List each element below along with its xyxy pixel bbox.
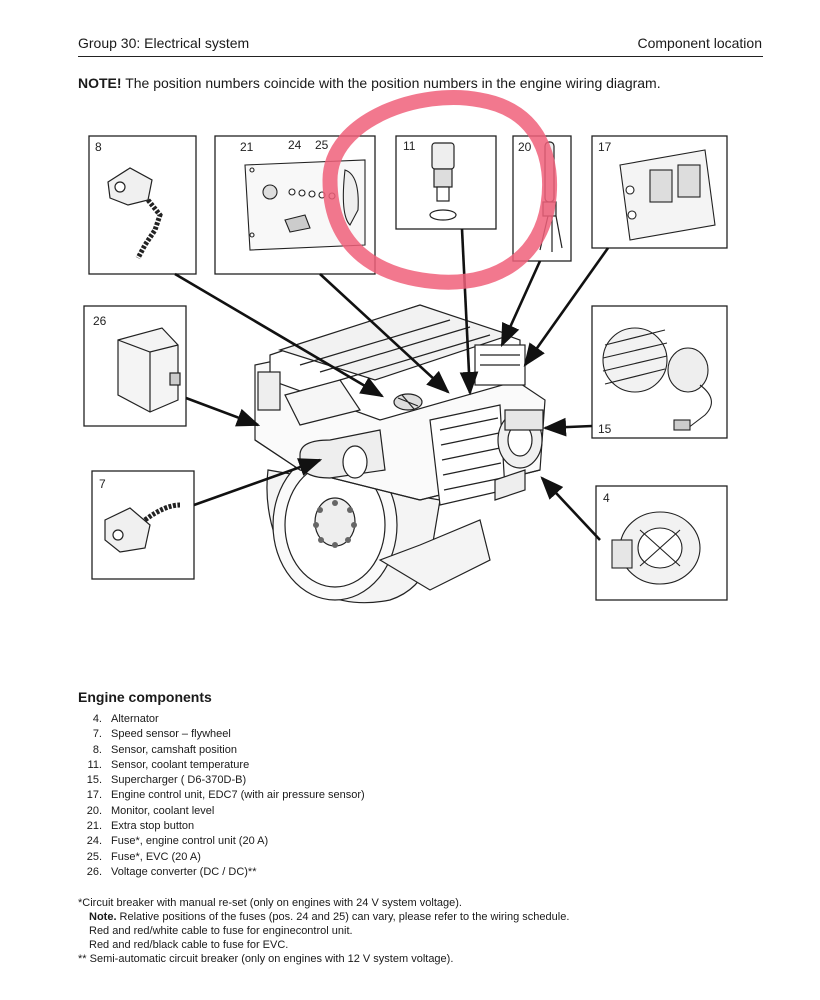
- note-label: NOTE!: [78, 75, 122, 91]
- camshaft-sensor-sketch: [107, 167, 163, 260]
- speed-sensor-sketch: [104, 502, 181, 553]
- list-item: 11.Sensor, coolant temperature: [87, 758, 250, 771]
- engine-components-list: 4.Alternator 7.Speed sensor – flywheel 8…: [78, 712, 365, 880]
- label-pos-11: 11: [403, 139, 416, 153]
- footnote-evc-cable: Red and red/black cable to fuse for EVC.: [89, 939, 289, 951]
- engine-illustration: [254, 304, 546, 604]
- label-pos-15: 15: [598, 422, 612, 436]
- alternator-sketch: [611, 511, 701, 585]
- list-item: 25.Fuse*, EVC (20 A): [86, 850, 201, 863]
- footnote-semi-auto-breaker: ** Semi-automatic circuit breaker (only …: [78, 953, 454, 965]
- list-item: 20.Monitor, coolant level: [86, 804, 215, 817]
- header-section-title: Component location: [637, 35, 762, 51]
- list-item: 4.Alternator: [92, 713, 159, 725]
- list-item: 21.Extra stop button: [86, 820, 195, 833]
- label-pos-21: 21: [240, 140, 254, 154]
- voltage-converter-sketch: [117, 327, 181, 413]
- list-item: 26.Voltage converter (DC / DC)**: [86, 865, 257, 878]
- note-text: The position numbers coincide with the p…: [121, 75, 661, 91]
- label-pos-4: 4: [603, 491, 610, 505]
- leader-arrows: [174, 228, 610, 541]
- label-pos-24: 24: [288, 138, 302, 152]
- footnote-fuse-note: Note. Relative positions of the fuses (p…: [89, 911, 570, 923]
- ecu-sketch: [619, 149, 716, 241]
- list-item: 7.Speed sensor – flywheel: [92, 728, 231, 741]
- footnote-ecu-cable: Red and red/white cable to fuse for engi…: [89, 925, 353, 937]
- note-paragraph: NOTE! The position numbers coincide with…: [78, 75, 661, 91]
- callout-box-8: [88, 135, 197, 275]
- label-pos-8: 8: [95, 140, 102, 154]
- supercharger-sketch: [602, 327, 712, 431]
- engine-components-heading: Engine components: [78, 689, 212, 705]
- label-pos-17: 17: [598, 140, 612, 154]
- label-pos-20: 20: [518, 140, 532, 154]
- coolant-temp-sensor-sketch: [429, 142, 457, 221]
- list-item: 24.Fuse*, engine control unit (20 A): [86, 835, 269, 848]
- footnote-circuit-breaker: *Circuit breaker with manual re-set (onl…: [78, 897, 462, 909]
- label-pos-25: 25: [315, 138, 329, 152]
- label-pos-7: 7: [99, 477, 106, 491]
- engine-component-diagram: 8 21 24 25 11 20 17 26 15 7 4: [83, 90, 728, 604]
- list-item: 8.Sensor, camshaft position: [92, 743, 237, 756]
- list-item: 17.Engine control unit, EDC7 (with air p…: [86, 789, 365, 802]
- label-pos-26: 26: [93, 314, 107, 328]
- footnotes: *Circuit breaker with manual re-set (onl…: [78, 896, 569, 966]
- red-highlight-circle: [322, 90, 558, 290]
- list-item: 15.Supercharger ( D6-370D-B): [86, 774, 247, 787]
- header-rule: [78, 56, 763, 57]
- header-group-title: Group 30: Electrical system: [78, 35, 250, 51]
